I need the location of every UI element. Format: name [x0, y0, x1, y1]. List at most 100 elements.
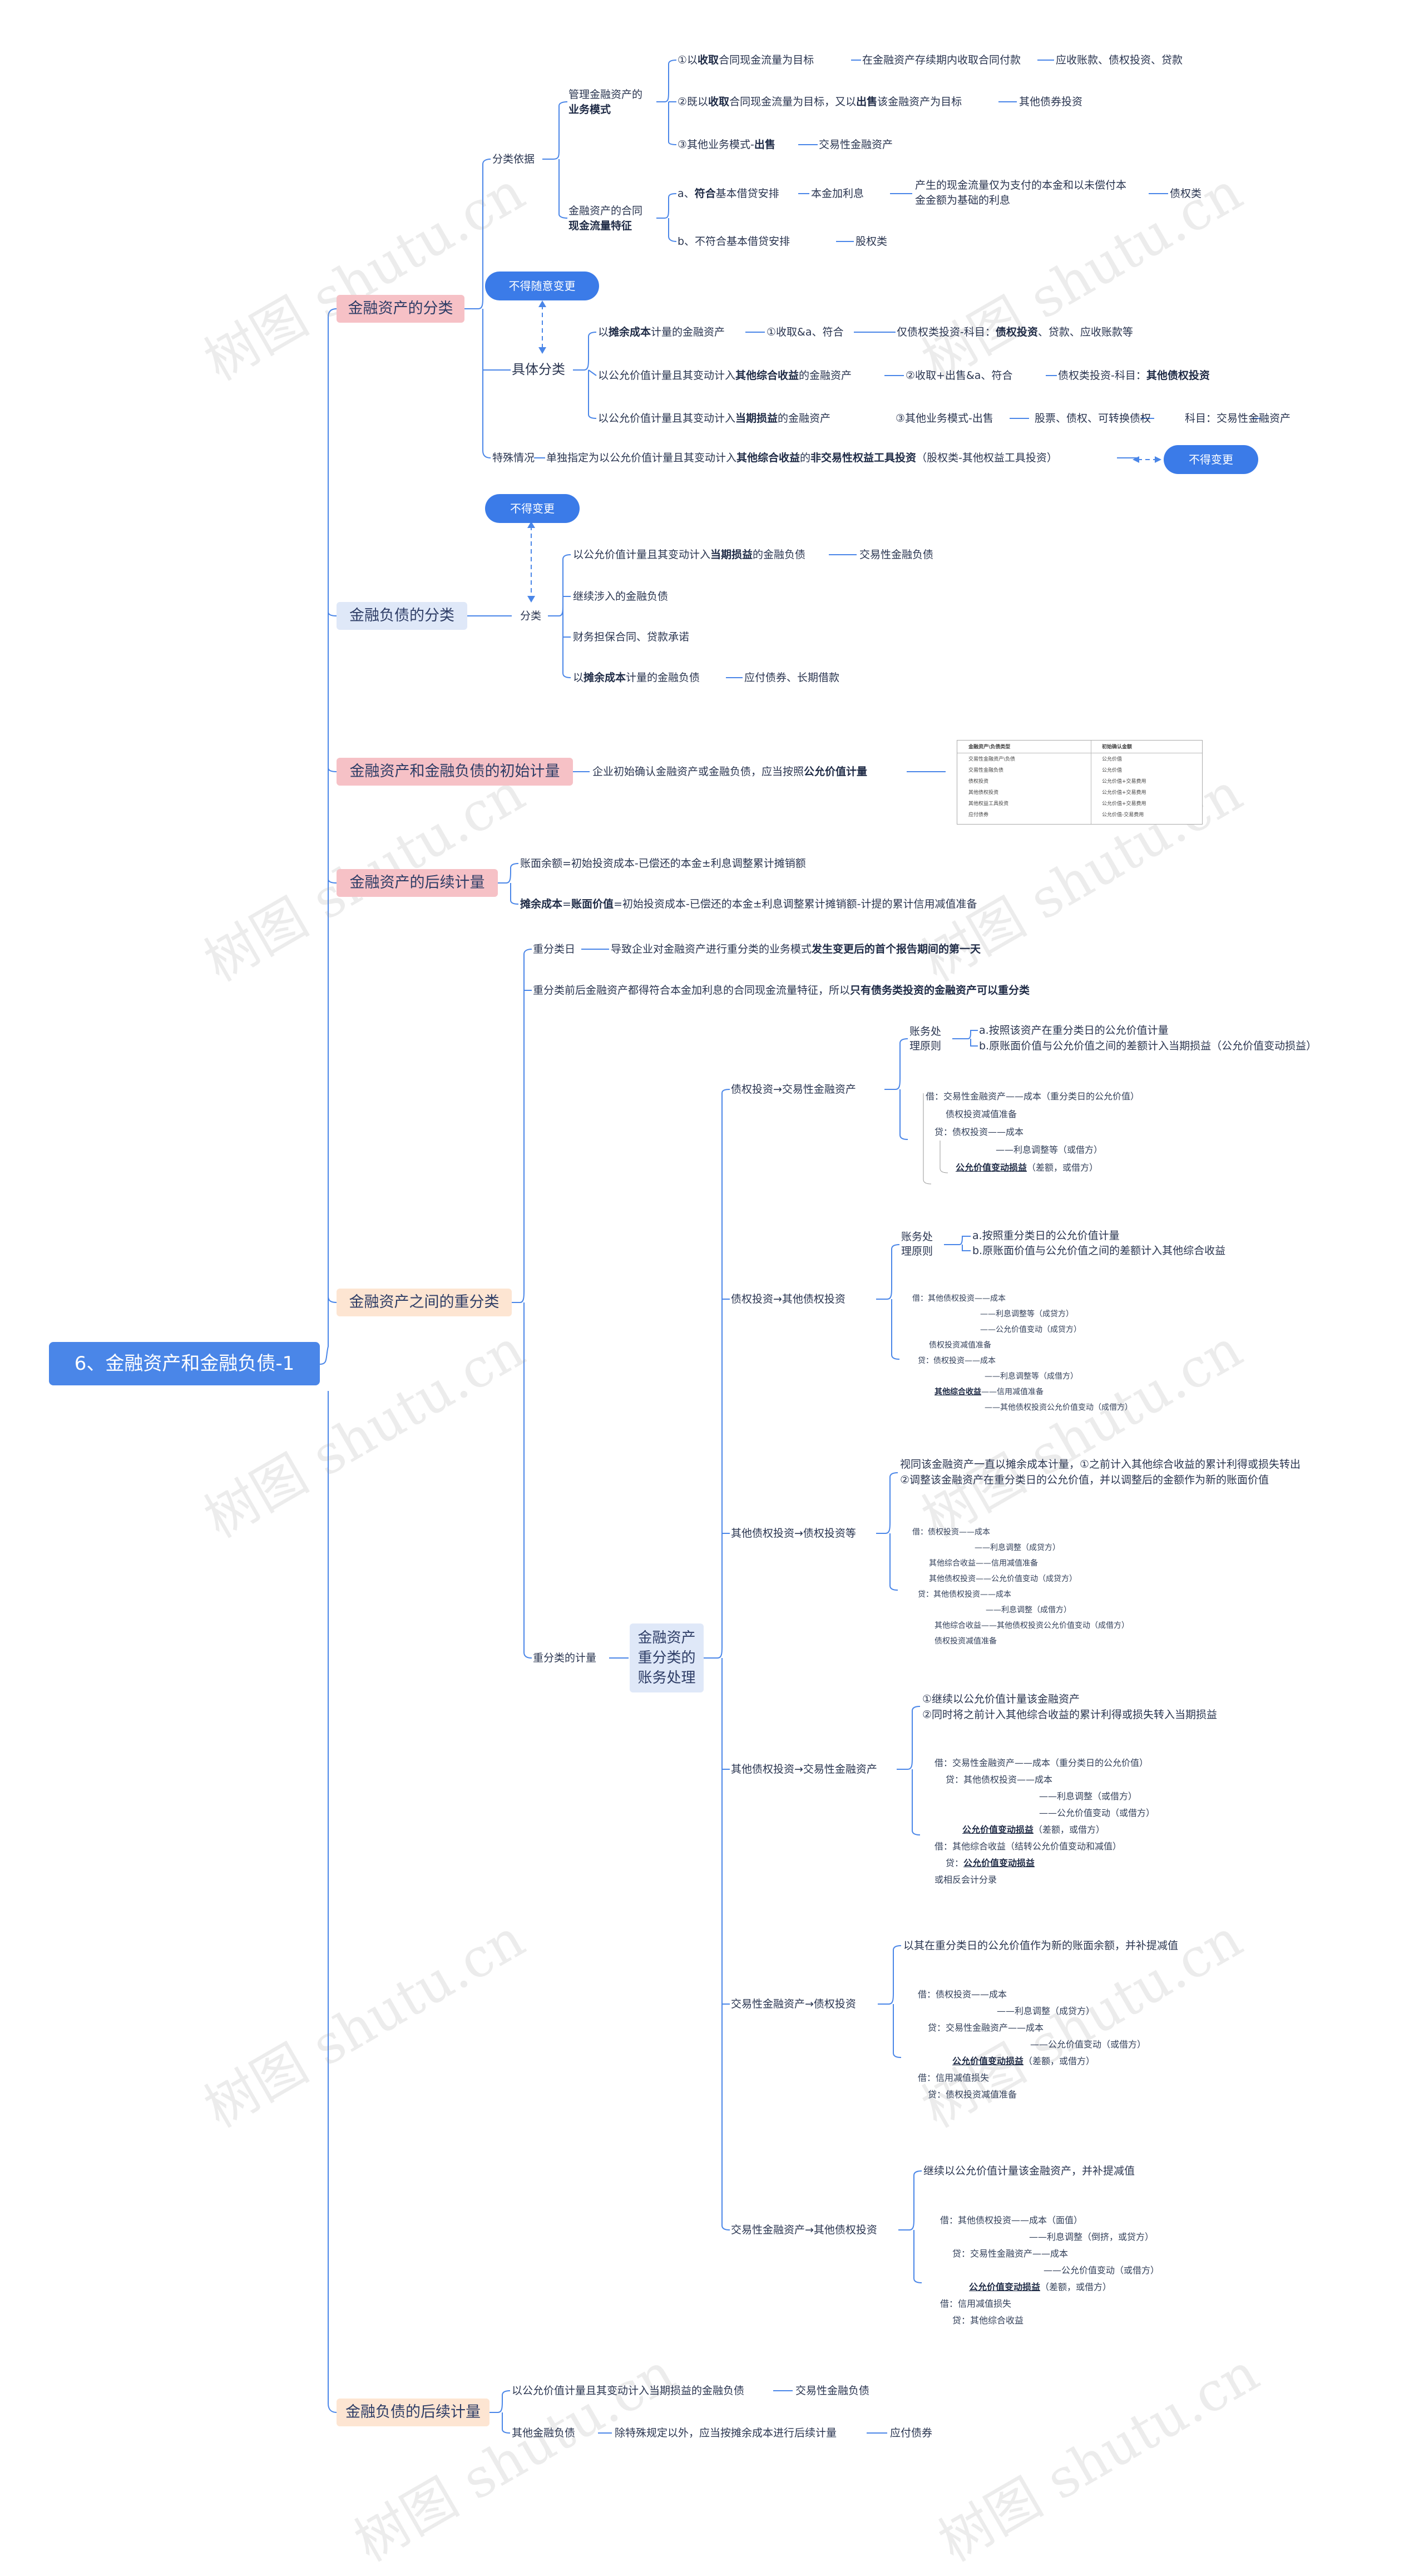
c2-journal-8[interactable]: ——其他债权投资公允价值变动（成借方） [985, 1403, 1133, 1412]
liab-subsequent-1-result[interactable]: 交易性金融负债 [795, 2385, 870, 2397]
c6-journal-5[interactable]: 公允价值变动损益（差额，或借方） [969, 2282, 1112, 2292]
cashflow-a[interactable]: a、符合基本借贷安排 [678, 187, 779, 200]
liability-no-change-pill[interactable]: 不得变更 [485, 494, 580, 523]
c2-rule-a[interactable]: a.按照重分类日的公允价值计量 [972, 1230, 1120, 1242]
c2-journal-6[interactable]: ——利息调整等（成借方） [985, 1372, 1078, 1381]
liability-1-result[interactable]: 交易性金融负债 [859, 549, 934, 561]
c5-journal-4[interactable]: ——公允价值变动（或借方） [1030, 2039, 1146, 2050]
specific-2-result[interactable]: 债权类投资-科目：其他债权投资 [1058, 369, 1210, 382]
reclass-accounting-node[interactable]: 金融资产 重分类的 账务处理 [630, 1623, 704, 1692]
branch-asset-classification[interactable]: 金融资产的分类 [337, 295, 464, 323]
c2-journal-4[interactable]: 债权投资减值准备 [929, 1341, 991, 1350]
c4-text-a[interactable]: ①继续以公允价值计量该金融资产 [922, 1693, 1080, 1705]
reclass-day-desc[interactable]: 导致企业对金融资产进行重分类的业务模式发生变更后的首个报告期间的第一天 [611, 943, 981, 955]
c1-rule-a[interactable]: a.按照该资产在重分类日的公允价值计量 [979, 1024, 1169, 1037]
c2-rule-b[interactable]: b.原账面价值与公允价值之间的差额计入其他综合收益 [972, 1245, 1226, 1257]
amortized-cost[interactable]: 摊余成本=账面价值=初始投资成本-已偿还的本金±利息调整累计摊销额-计提的累计信… [520, 898, 977, 910]
reclass-day[interactable]: 重分类日 [533, 943, 576, 955]
c3-journal-2[interactable]: ——利息调整（成贷方） [975, 1543, 1060, 1552]
specific-3-account[interactable]: 科目：交易性金融资产 [1185, 412, 1291, 425]
no-arbitrary-change-pill[interactable]: 不得随意变更 [485, 272, 599, 300]
c4-text-b[interactable]: ②同时将之前计入其他综合收益的累计利得或损失转入当期损益 [922, 1709, 1218, 1721]
model-item-1-desc[interactable]: 在金融资产存续期内收取合同付款 [862, 54, 1021, 66]
special-case[interactable]: 特殊情况 [492, 452, 535, 464]
c1-journal-2[interactable]: 债权投资减值准备 [946, 1109, 1017, 1119]
c5-journal-7[interactable]: 贷：债权投资减值准备 [928, 2089, 1017, 2100]
liability-1[interactable]: 以公允价值计量且其变动计入当期损益的金融负债 [573, 549, 806, 561]
model-item-1-result[interactable]: 应收账款、债权投资、贷款 [1056, 54, 1183, 66]
liability-4[interactable]: 以摊余成本计量的金融负债 [573, 672, 700, 684]
liab-subsequent-2-result[interactable]: 应付债券 [890, 2427, 933, 2439]
liability-2[interactable]: 继续涉入的金融负债 [573, 590, 669, 603]
c3-text-b[interactable]: ②调整该金融资产在重分类日的公允价值，并以调整后的金额作为新的账面价值 [900, 1474, 1269, 1486]
model-item-3[interactable]: ③其他业务模式-出售 [678, 139, 775, 151]
c1-journal-1[interactable]: 借：交易性金融资产——成本（重分类日的公允价值） [926, 1091, 1140, 1102]
c3-journal-4[interactable]: 其他债权投资——公允价值变动（成贷方） [929, 1575, 1077, 1583]
model-item-3-result[interactable]: 交易性金融资产 [819, 139, 893, 151]
c5-journal-5[interactable]: 公允价值变动损益（差额，或借方） [952, 2056, 1095, 2066]
business-model-label[interactable]: 管理金融资产的业务模式 [568, 88, 643, 116]
model-item-2-result[interactable]: 其他债券投资 [1019, 96, 1083, 108]
liab-subsequent-1[interactable]: 以公允价值计量且其变动计入当期损益的金融负债 [512, 2385, 745, 2397]
c6-journal-6[interactable]: 借：信用减值损失 [940, 2298, 1012, 2309]
specific-3-mid[interactable]: ③其他业务模式-出售 [896, 412, 993, 425]
cashflow-b-result[interactable]: 股权类 [856, 235, 888, 248]
c6-text-a[interactable]: 继续以公允价值计量该金融资产，并补提减值 [923, 2165, 1135, 2177]
initial-measure-desc[interactable]: 企业初始确认金融资产或金融负债，应当按照公允价值计量 [592, 766, 868, 778]
cashflow-a-result[interactable]: 债权类 [1170, 187, 1202, 200]
c5-journal-2[interactable]: ——利息调整（成贷方） [997, 2006, 1095, 2016]
c6-journal-4[interactable]: ——公允价值变动（或借方） [1044, 2265, 1160, 2276]
c3-journal-5[interactable]: 贷：其他债权投资——成本 [918, 1590, 1011, 1599]
model-item-1[interactable]: ①以收取合同现金流量为目标 [678, 54, 814, 66]
liability-classify[interactable]: 分类 [520, 610, 542, 622]
liab-subsequent-2-desc[interactable]: 除特殊规定以外，应当按摊余成本进行后续计量 [615, 2427, 837, 2439]
reclass-measure[interactable]: 重分类的计量 [533, 1652, 597, 1664]
classification-basis[interactable]: 分类依据 [492, 153, 535, 165]
c1-rule[interactable]: 账务处理原则 [909, 1025, 942, 1052]
c2-journal-2[interactable]: ——利息调整等（成贷方） [980, 1310, 1074, 1319]
c5-text-a[interactable]: 以其在重分类日的公允价值作为新的账面余额，并补提减值 [903, 1940, 1179, 1952]
case-other-debt-to-trading[interactable]: 其他债权投资→交易性金融资产 [731, 1763, 877, 1775]
special-case-desc[interactable]: 单独指定为以公允价值计量且其变动计入其他综合收益的非交易性权益工具投资（股权类-… [546, 452, 1057, 464]
c6-journal-2[interactable]: ——利息调整（倒挤，或贷方） [1029, 2232, 1154, 2242]
specific-2[interactable]: 以公允价值计量且其变动计入其他综合收益的金融资产 [598, 369, 852, 382]
model-item-2[interactable]: ②既以收取合同现金流量为目标，又以出售该金融资产为目标 [678, 96, 962, 108]
c2-journal-5[interactable]: 贷：债权投资——成本 [918, 1356, 996, 1365]
case-debt-to-other-debt[interactable]: 债权投资→其他债权投资 [731, 1293, 846, 1305]
cashflow-a-mid[interactable]: 本金加利息 [811, 187, 864, 200]
c4-journal-2[interactable]: 贷：其他债权投资——成本 [946, 1774, 1053, 1785]
cashflow-label[interactable]: 金融资产的合同现金流量特征 [568, 205, 643, 232]
liab-subsequent-2[interactable]: 其他金融负债 [512, 2427, 576, 2439]
c1-rule-b[interactable]: b.原账面价值与公允价值之间的差额计入当期损益（公允价值变动损益） [979, 1040, 1317, 1052]
branch-asset-subsequent[interactable]: 金融资产的后续计量 [337, 869, 498, 897]
c6-journal-7[interactable]: 贷：其他综合收益 [952, 2315, 1024, 2326]
cashflow-a-desc[interactable]: 产生的现金流量仅为支付的本金和以未偿付本金金额为基础的利息 [915, 179, 1127, 206]
branch-reclassification[interactable]: 金融资产之间的重分类 [337, 1289, 512, 1316]
branch-liability-subsequent[interactable]: 金融负债的后续计量 [337, 2399, 490, 2426]
c2-rule[interactable]: 账务处理原则 [901, 1231, 933, 1257]
c3-journal-8[interactable]: 债权投资减值准备 [934, 1637, 997, 1646]
specific-2-mid[interactable]: ②收取+出售&a、符合 [906, 369, 1013, 382]
c4-journal-7[interactable]: 贷：公允价值变动损益 [946, 1858, 1035, 1868]
c4-journal-5[interactable]: 公允价值变动损益（差额，或借方） [962, 1824, 1105, 1835]
c1-journal-3[interactable]: 贷：债权投资——成本 [934, 1127, 1024, 1137]
c4-journal-6[interactable]: 借：其他综合收益（结转公允价值变动和减值） [934, 1841, 1122, 1852]
specific-classification[interactable]: 具体分类 [512, 362, 565, 377]
liability-4-result[interactable]: 应付债券、长期借款 [744, 672, 840, 684]
cashflow-b[interactable]: b、不符合基本借贷安排 [678, 235, 790, 248]
c3-text-a[interactable]: 视同该金融资产一直以摊余成本计量，①之前计入其他综合收益的累计利得或损失转出 [900, 1458, 1301, 1470]
case-other-debt-to-debt[interactable]: 其他债权投资→债权投资等 [731, 1527, 856, 1539]
case-trading-to-other-debt[interactable]: 交易性金融资产→其他债权投资 [731, 2224, 877, 2236]
c2-journal-1[interactable]: 借：其他债权投资——成本 [912, 1294, 1006, 1303]
liability-3[interactable]: 财务担保合同、贷款承诺 [573, 631, 690, 643]
c3-journal-3[interactable]: 其他综合收益——信用减值准备 [929, 1559, 1038, 1568]
c5-journal-1[interactable]: 借：债权投资——成本 [918, 1989, 1007, 2000]
specific-1[interactable]: 以摊余成本计量的金融资产 [598, 326, 725, 338]
reclass-note[interactable]: 重分类前后金融资产都得符合本金加利息的合同现金流量特征，所以只有债务类投资的金融… [533, 984, 1030, 996]
branch-initial-measurement[interactable]: 金融资产和金融负债的初始计量 [337, 758, 573, 786]
c4-journal-8[interactable]: 或相反会计分录 [934, 1874, 997, 1885]
specific-1-result[interactable]: 仅债权类投资-科目：债权投资、贷款、应收账款等 [897, 326, 1133, 338]
branch-liability-classification[interactable]: 金融负债的分类 [337, 602, 467, 630]
root-node[interactable]: 6、金融资产和金融负债-1 [49, 1342, 320, 1385]
c5-journal-3[interactable]: 贷：交易性金融资产——成本 [928, 2022, 1044, 2033]
